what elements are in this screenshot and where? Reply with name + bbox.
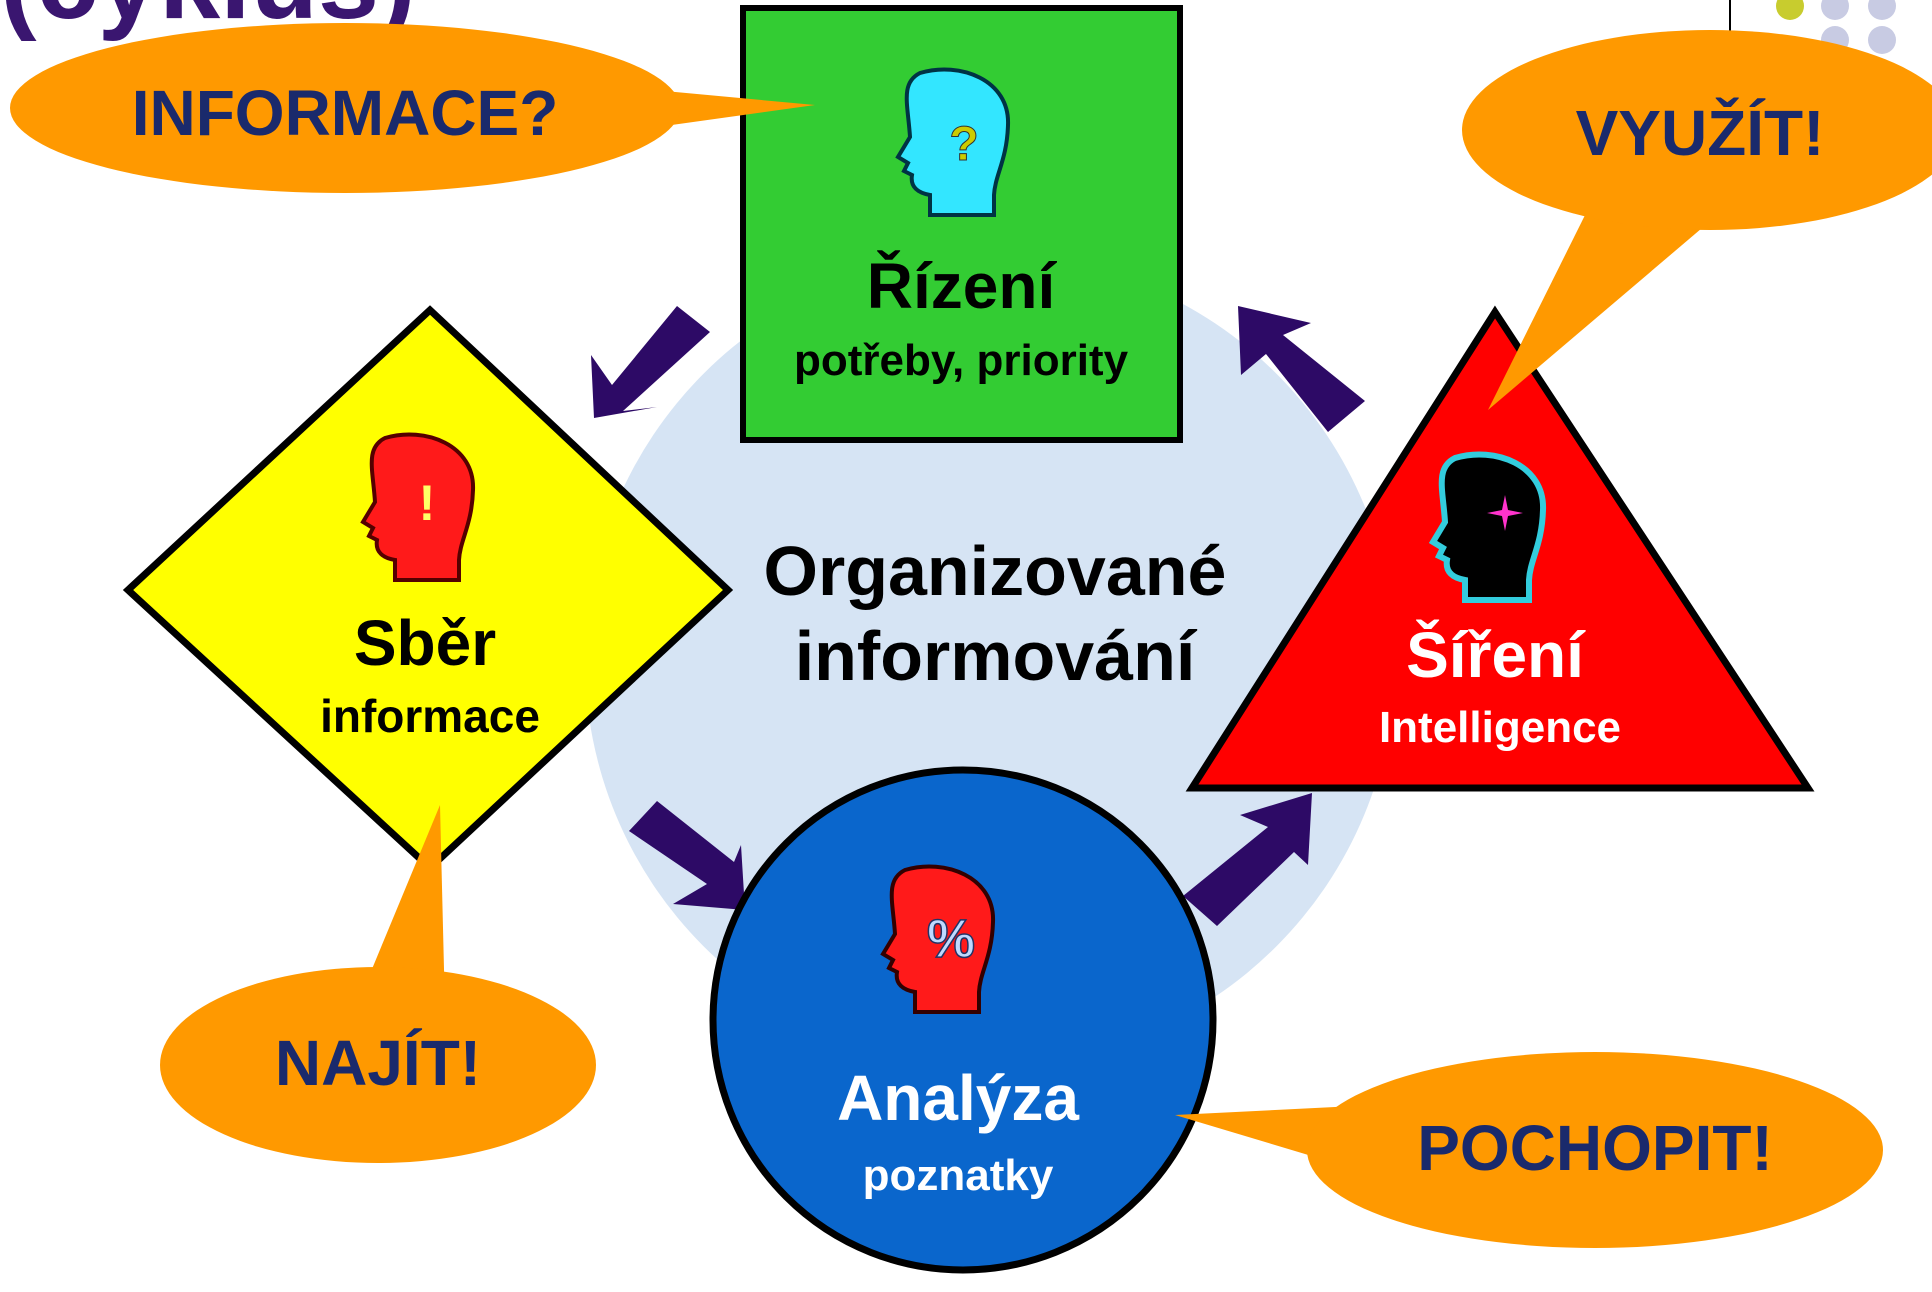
center-label-line1: Organizované [764, 532, 1227, 610]
callout-najit: NAJÍT! [160, 805, 596, 1163]
decor-dot [1776, 0, 1804, 20]
callout-pochopit: POCHOPIT! [1175, 1052, 1883, 1248]
decor-dot [1868, 26, 1896, 54]
svg-text:!: ! [419, 475, 436, 531]
decor-dot [1868, 0, 1896, 20]
stage-sber-subtitle: informace [320, 690, 540, 742]
center-label-line2: informování [795, 617, 1198, 695]
svg-text:?: ? [949, 118, 978, 171]
callout-vyuzit-text: VYUŽÍT! [1576, 96, 1825, 169]
decor-dot [1821, 0, 1849, 20]
arrow-sber-to-analyza [629, 801, 745, 910]
svg-text:%: % [927, 909, 975, 969]
arrow-rizeni-to-sber [591, 306, 710, 418]
callout-informace: INFORMACE? [10, 23, 815, 193]
cycle-arrows [591, 306, 1365, 926]
stage-analyza-title: Analýza [837, 1062, 1079, 1134]
callout-vyuzit: VYUŽÍT! [1462, 30, 1932, 410]
stage-sireni-subtitle: Intelligence [1379, 703, 1621, 752]
arrow-sireni-to-rizeni [1238, 306, 1365, 432]
callout-najit-text: NAJÍT! [275, 1027, 481, 1099]
stage-analyza-subtitle: poznatky [863, 1151, 1054, 1200]
arrow-analyza-to-sireni [1183, 793, 1312, 926]
stage-sber-title: Sběr [354, 607, 496, 679]
stage-rizeni-title: Řízení [867, 249, 1058, 322]
stage-rizeni-subtitle: potřeby, priority [794, 336, 1129, 385]
callout-informace-text: INFORMACE? [132, 77, 559, 149]
callout-pochopit-text: POCHOPIT! [1417, 1112, 1773, 1184]
stage-sireni: Šíření Intelligence [1185, 305, 1815, 792]
stage-analyza: % Analýza poznatky [709, 766, 1217, 1274]
percent-head-icon: % [880, 864, 996, 1014]
star-head-icon [1428, 451, 1547, 603]
stage-rizeni: ? Řízení potřeby, priority [740, 5, 1183, 443]
exclamation-head-icon: ! [360, 432, 476, 582]
stage-analyza-circle [709, 766, 1217, 1274]
question-head-icon: ? [895, 67, 1011, 217]
stage-sireni-title: Šíření [1406, 618, 1586, 691]
